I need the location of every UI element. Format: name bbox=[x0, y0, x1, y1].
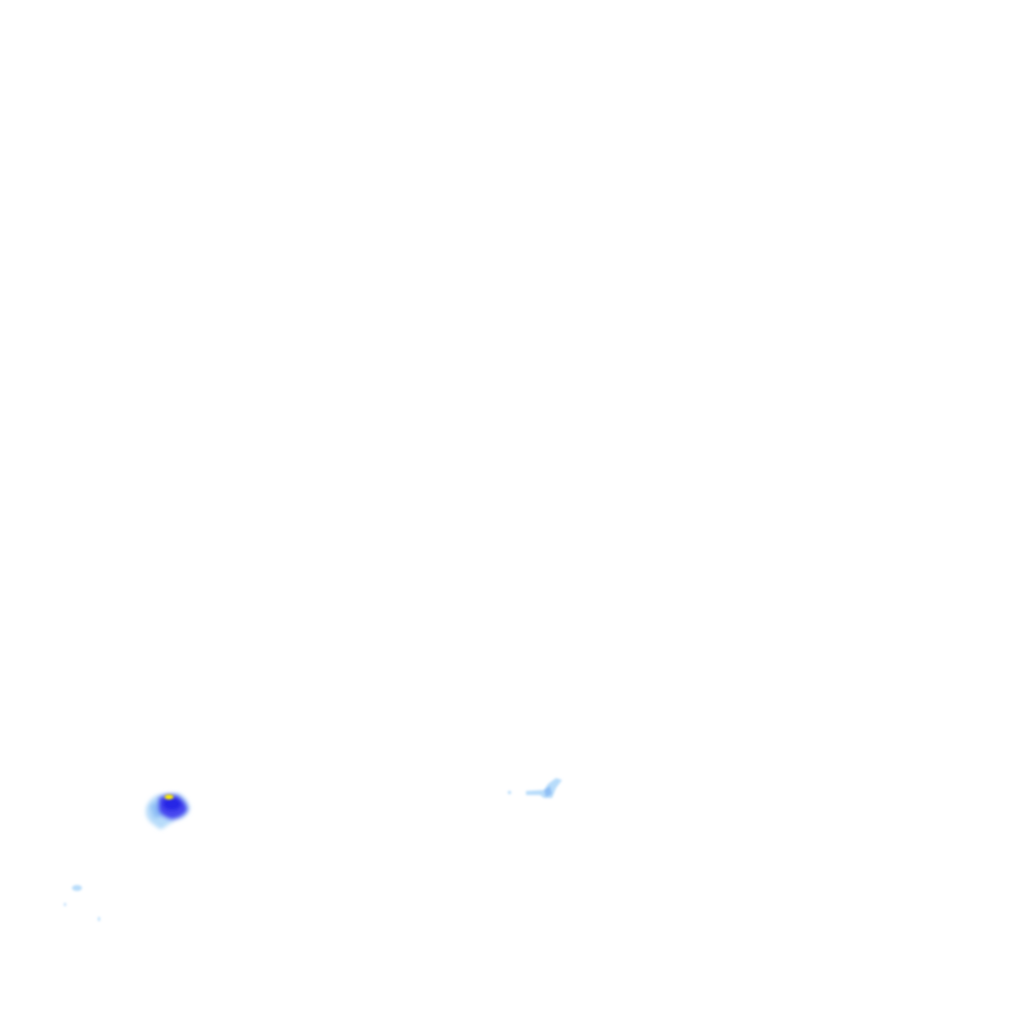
core-cell bbox=[164, 794, 174, 800]
southwest-fragments bbox=[64, 885, 100, 921]
east-cell bbox=[508, 778, 562, 798]
main-cell bbox=[146, 793, 190, 829]
